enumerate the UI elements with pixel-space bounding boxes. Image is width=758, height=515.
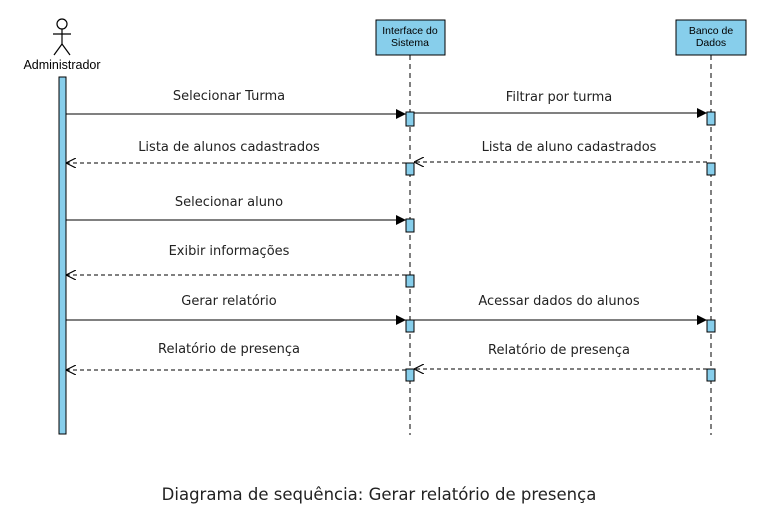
activation-box	[405, 368, 415, 382]
message-label: Filtrar por turma	[506, 90, 612, 105]
activation-boxes	[405, 111, 716, 382]
message-label: Selecionar Turma	[173, 89, 285, 104]
activation-bar-administrador	[58, 76, 67, 435]
actor-label: Administrador	[23, 58, 100, 72]
message-label: Relatório de presença	[488, 343, 630, 358]
participant-label-line-2: Sistema	[391, 37, 429, 49]
diagram-caption: Diagrama de sequência: Gerar relatório d…	[161, 485, 597, 504]
message-label: Lista de alunos cadastrados	[138, 140, 320, 155]
activation-box	[405, 274, 415, 288]
message-label: Exibir informações	[169, 244, 290, 259]
activation-box	[706, 319, 716, 333]
message-label: Gerar relatório	[181, 294, 277, 309]
participant-box	[375, 19, 446, 56]
messages: Selecionar Turma Filtrar por turma Lista…	[66, 89, 707, 370]
message-label: Relatório de presença	[158, 342, 300, 357]
participant-label-line-1: Interface do	[382, 25, 438, 37]
activation-box	[405, 319, 415, 333]
activation-box	[706, 368, 716, 382]
sequence-diagram: Administrador Interface do Sistema Banco…	[23, 18, 747, 435]
activation-box	[405, 218, 415, 233]
message-label: Acessar dados do alunos	[478, 294, 639, 309]
message-label: Lista de aluno cadastrados	[482, 140, 657, 155]
activation-box	[706, 162, 716, 176]
participant-banco: Banco de Dados	[675, 19, 747, 435]
activation-box	[706, 111, 716, 126]
participant-label-line-1: Banco de	[689, 25, 734, 37]
actor-administrador: Administrador	[23, 18, 101, 435]
participant-label-line-2: Dados	[696, 37, 726, 49]
activation-box	[405, 111, 415, 127]
participant-box	[675, 19, 747, 56]
activation-box	[405, 162, 415, 176]
stick-figure-icon	[53, 18, 71, 56]
message-label: Selecionar aluno	[175, 195, 283, 210]
